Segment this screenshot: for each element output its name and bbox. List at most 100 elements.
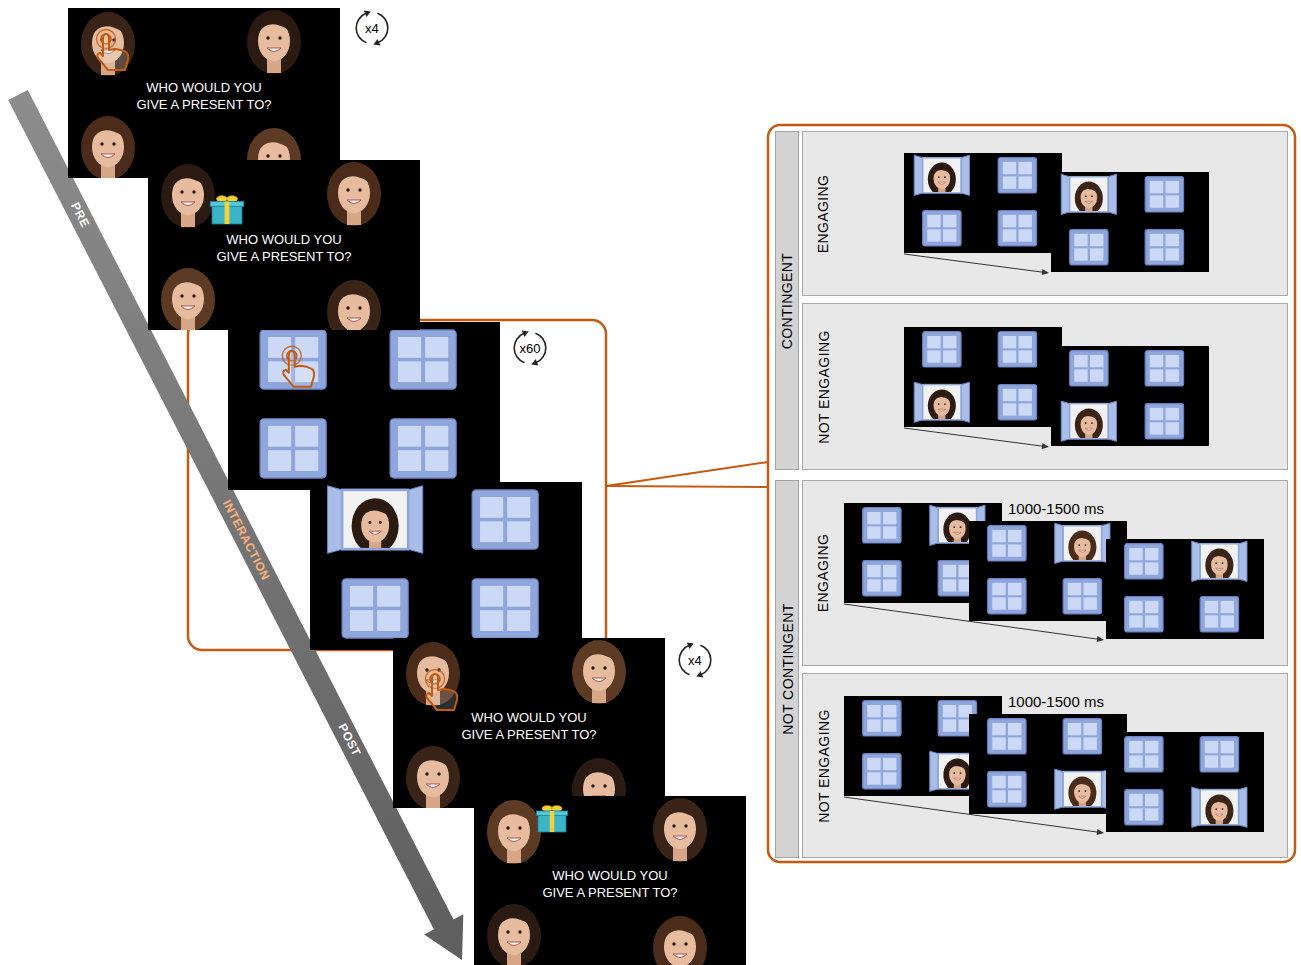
illustration-part (572, 640, 626, 704)
window-view (1075, 409, 1103, 442)
illustration-part (1221, 601, 1234, 613)
timing-label: 1000-1500 ms (1008, 500, 1104, 517)
illustration-part (1008, 790, 1021, 802)
illustration-part (228, 322, 500, 490)
illustration-part (1166, 234, 1179, 246)
open-window-icon (914, 382, 969, 423)
face-photo (572, 640, 626, 704)
illustration-part (425, 772, 428, 775)
illustration-part (91, 125, 123, 142)
illustration-part (425, 337, 448, 358)
illustration-part (181, 202, 195, 206)
face-photo (1205, 795, 1233, 828)
illustration-part (904, 153, 1062, 253)
illustration-part (998, 211, 1036, 246)
illustration-part (1129, 741, 1142, 753)
condition-label: NOT ENGAGING (815, 709, 831, 822)
open-window-icon (1061, 174, 1116, 215)
screen (1051, 172, 1209, 272)
illustration-part (1215, 562, 1217, 564)
illustration-part (1068, 723, 1081, 735)
illustration-part (1150, 355, 1163, 367)
illustration-part (425, 668, 428, 671)
illustration-part (518, 826, 521, 829)
condition-panel: ENGAGING (802, 131, 1288, 296)
illustration-part (355, 13, 366, 44)
illustration-part (1061, 401, 1069, 441)
illustration-part (480, 610, 503, 631)
illustration-part (192, 190, 195, 193)
illustration-part (1090, 248, 1103, 260)
illustration-part (1003, 389, 1016, 401)
illustration-part (684, 942, 687, 945)
illustration-part (278, 154, 281, 157)
illustration-part (406, 746, 460, 808)
illustration-part (1085, 195, 1087, 197)
illustration-part (295, 337, 318, 358)
illustration-part (904, 254, 1043, 272)
illustration-part (247, 10, 301, 74)
window-icon (472, 579, 538, 638)
illustration-part (1074, 535, 1091, 544)
illustration-part (112, 142, 115, 145)
illustration-part (944, 176, 946, 178)
illustration-part (992, 737, 1005, 749)
illustration-part (352, 498, 399, 554)
illustration-part (1008, 723, 1021, 735)
illustration-part (161, 164, 215, 228)
illustration-part (930, 505, 938, 545)
illustration-part (1003, 176, 1016, 188)
illustration-part (398, 450, 421, 471)
illustration-part (992, 597, 1005, 609)
condition-panel: ENGAGING1000-1500 ms (802, 480, 1288, 666)
illustration-part (943, 229, 956, 241)
face-photo (81, 116, 135, 178)
illustration-part (883, 705, 896, 717)
illustration-part (1166, 355, 1179, 367)
illustration-part (960, 772, 962, 774)
question-text: WHO WOULD YOU GIVE A PRESENT TO? (213, 232, 355, 266)
illustration-part (487, 904, 541, 965)
illustration-part (1205, 755, 1218, 767)
illustration-part (542, 806, 552, 812)
window-icon (472, 490, 538, 549)
illustration-part (1068, 597, 1081, 609)
face-photo (161, 268, 215, 330)
illustration-part (867, 772, 880, 784)
illustration-part (1008, 544, 1021, 556)
illustration-part (480, 497, 503, 518)
window-icon (1200, 597, 1238, 632)
illustration-part (1084, 723, 1097, 735)
illustration-part (1129, 601, 1142, 613)
zoom-bracket (606, 462, 768, 487)
illustration-part (342, 579, 408, 638)
node-illustration (803, 132, 1287, 295)
face-photo (1068, 777, 1096, 810)
illustration-part (267, 48, 281, 52)
illustration-part (1042, 269, 1049, 275)
window-icon (1070, 230, 1108, 265)
repeat-loop-icon (513, 330, 546, 365)
touch-cursor (426, 670, 458, 711)
illustration-part (687, 642, 694, 648)
illustration-part (592, 678, 606, 682)
illustration-part (426, 784, 440, 788)
illustration-part (507, 942, 521, 946)
illustration-part (1145, 601, 1158, 613)
screen (969, 714, 1127, 814)
timing-label: 1000-1500 ms (1008, 693, 1104, 710)
illustration-part (1003, 350, 1016, 362)
window-view (943, 759, 971, 792)
window-view (928, 163, 956, 196)
task-screen: WHO WOULD YOU GIVE A PRESENT TO? (474, 796, 746, 965)
face-photo (653, 798, 707, 862)
illustration-part (1205, 795, 1233, 828)
illustration-part (992, 544, 1005, 556)
window-icon (1125, 737, 1163, 772)
window-icon (863, 701, 901, 736)
illustration-part (1145, 755, 1158, 767)
condition-label: ENGAGING (815, 174, 831, 253)
illustration-part (1063, 772, 1101, 807)
illustration-part (346, 188, 349, 191)
illustration-part (992, 776, 1005, 788)
